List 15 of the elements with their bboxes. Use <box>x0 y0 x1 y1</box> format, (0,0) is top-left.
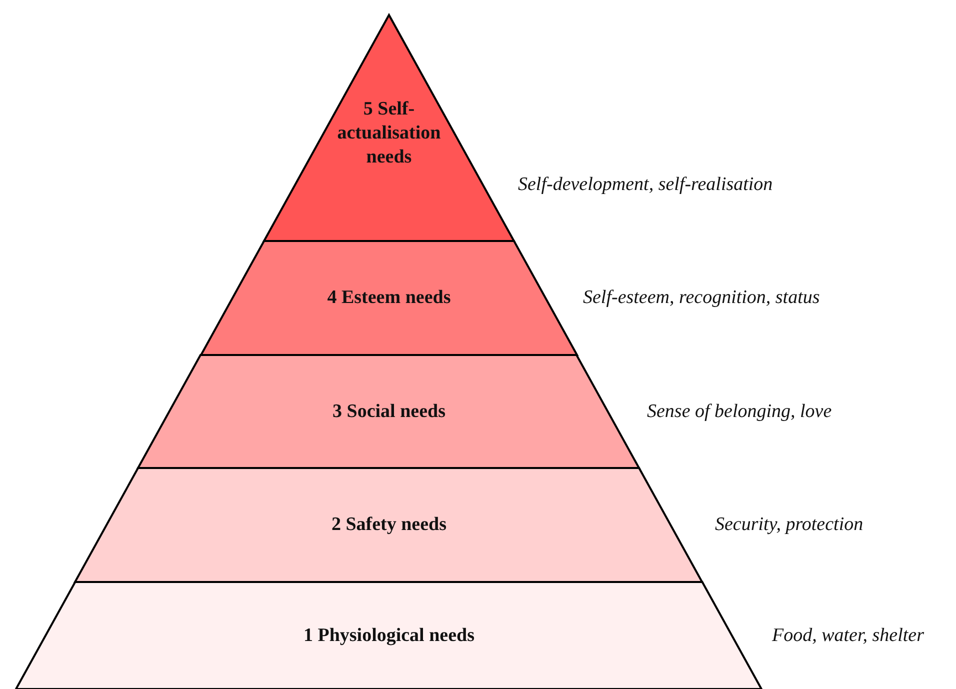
level-description: Sense of belonging, love <box>647 400 832 422</box>
level-description: Security, protection <box>715 514 864 536</box>
level-description: Self-development, self-realisation <box>518 174 773 196</box>
pyramid-level <box>75 468 703 582</box>
level-label: 2 Safety needs <box>331 513 447 537</box>
level-label: 1 Physiological needs <box>303 624 474 648</box>
level-description: Self-esteem, recognition, status <box>583 287 820 309</box>
level-description: Food, water, shelter <box>772 624 924 646</box>
level-label: 4 Esteem needs <box>327 286 451 310</box>
pyramid-level <box>200 241 577 355</box>
pyramid-level <box>138 355 640 468</box>
pyramid-level <box>264 15 514 241</box>
pyramid-level <box>16 582 762 689</box>
level-label: 3 Social needs <box>332 400 446 424</box>
level-label: 5 Self-actualisation needs <box>336 97 442 169</box>
